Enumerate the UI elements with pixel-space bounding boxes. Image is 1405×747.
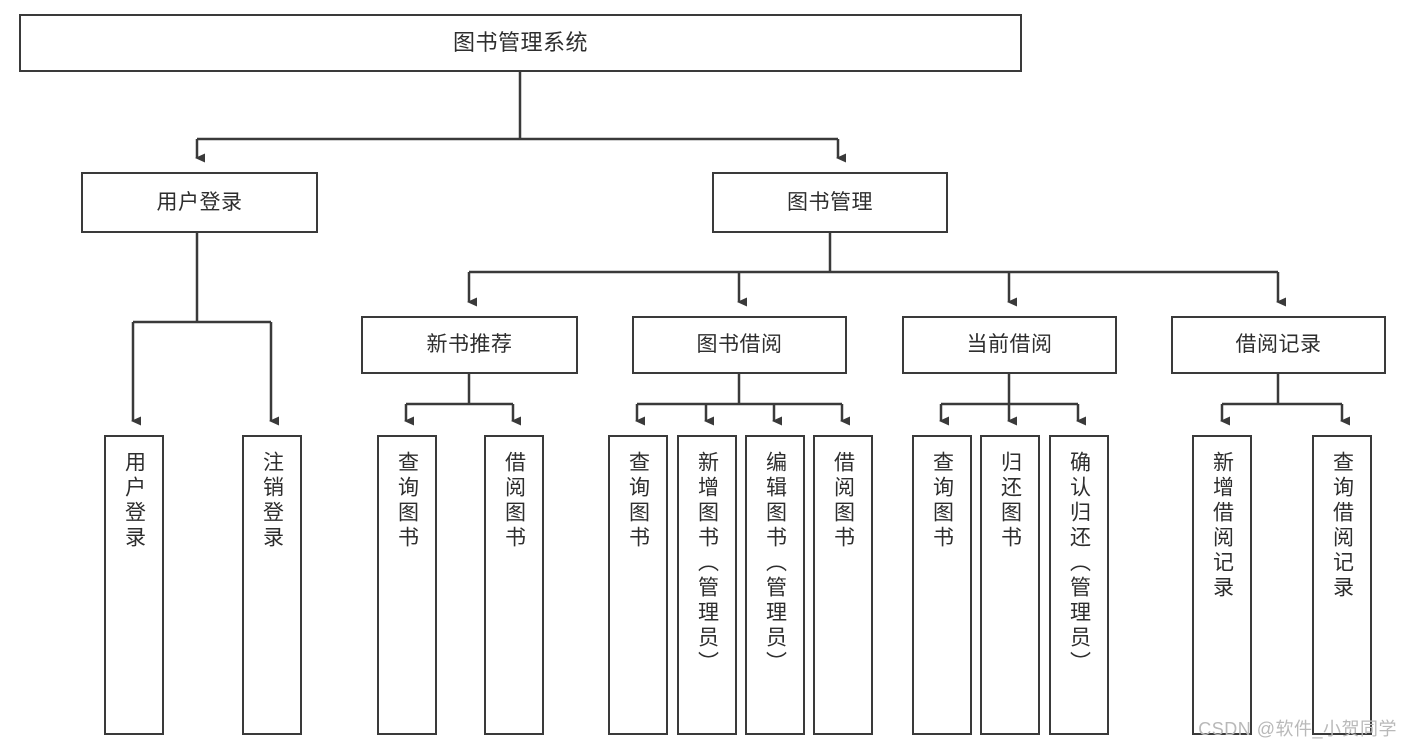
node-user-login-label: 用户登录: [156, 190, 243, 214]
leaf-user-login-2-label: 注销登录: [260, 451, 284, 551]
leaf-new-book-1-label: 查询图书: [395, 451, 419, 551]
node-current-borrow-label: 当前借阅: [966, 333, 1053, 357]
leaf-current-borrow-2[interactable]: 归还图书: [980, 435, 1040, 735]
node-root-label: 图书管理系统: [452, 29, 588, 55]
leaf-new-book-2[interactable]: 借阅图书: [484, 435, 544, 735]
node-book-borrow[interactable]: 图书借阅: [632, 316, 847, 374]
leaf-borrow-record-1-label: 新增借阅记录: [1210, 451, 1234, 601]
node-current-borrow[interactable]: 当前借阅: [902, 316, 1117, 374]
node-borrow-record[interactable]: 借阅记录: [1171, 316, 1386, 374]
leaf-book-borrow-2-label: 新增图书（管理员）: [695, 451, 719, 676]
node-book-manage[interactable]: 图书管理: [712, 172, 948, 233]
leaf-current-borrow-1[interactable]: 查询图书: [912, 435, 972, 735]
leaf-book-borrow-1-label: 查询图书: [626, 451, 650, 551]
node-root[interactable]: 图书管理系统: [19, 14, 1022, 72]
leaf-user-login-1[interactable]: 用户登录: [104, 435, 164, 735]
leaf-book-borrow-3-label: 编辑图书（管理员）: [763, 451, 787, 676]
node-new-book-recommend[interactable]: 新书推荐: [361, 316, 578, 374]
leaf-new-book-2-label: 借阅图书: [502, 451, 526, 551]
leaf-user-login-2[interactable]: 注销登录: [242, 435, 302, 735]
leaf-book-borrow-3[interactable]: 编辑图书（管理员）: [745, 435, 805, 735]
leaf-borrow-record-2[interactable]: 查询借阅记录: [1312, 435, 1372, 735]
leaf-new-book-1[interactable]: 查询图书: [377, 435, 437, 735]
leaf-book-borrow-4-label: 借阅图书: [831, 451, 855, 551]
node-user-login[interactable]: 用户登录: [81, 172, 318, 233]
node-book-manage-label: 图书管理: [787, 190, 873, 214]
leaf-borrow-record-1[interactable]: 新增借阅记录: [1192, 435, 1252, 735]
leaf-current-borrow-3-label: 确认归还（管理员）: [1067, 451, 1091, 676]
node-new-book-recommend-label: 新书推荐: [426, 333, 513, 357]
leaf-borrow-record-2-label: 查询借阅记录: [1330, 451, 1354, 601]
leaf-current-borrow-3[interactable]: 确认归还（管理员）: [1049, 435, 1109, 735]
leaf-user-login-1-label: 用户登录: [122, 451, 146, 551]
leaf-current-borrow-1-label: 查询图书: [930, 451, 954, 551]
node-borrow-record-label: 借阅记录: [1235, 333, 1322, 357]
leaf-book-borrow-1[interactable]: 查询图书: [608, 435, 668, 735]
leaf-current-borrow-2-label: 归还图书: [998, 451, 1022, 551]
node-book-borrow-label: 图书借阅: [696, 333, 783, 357]
leaf-book-borrow-2[interactable]: 新增图书（管理员）: [677, 435, 737, 735]
leaf-book-borrow-4[interactable]: 借阅图书: [813, 435, 873, 735]
